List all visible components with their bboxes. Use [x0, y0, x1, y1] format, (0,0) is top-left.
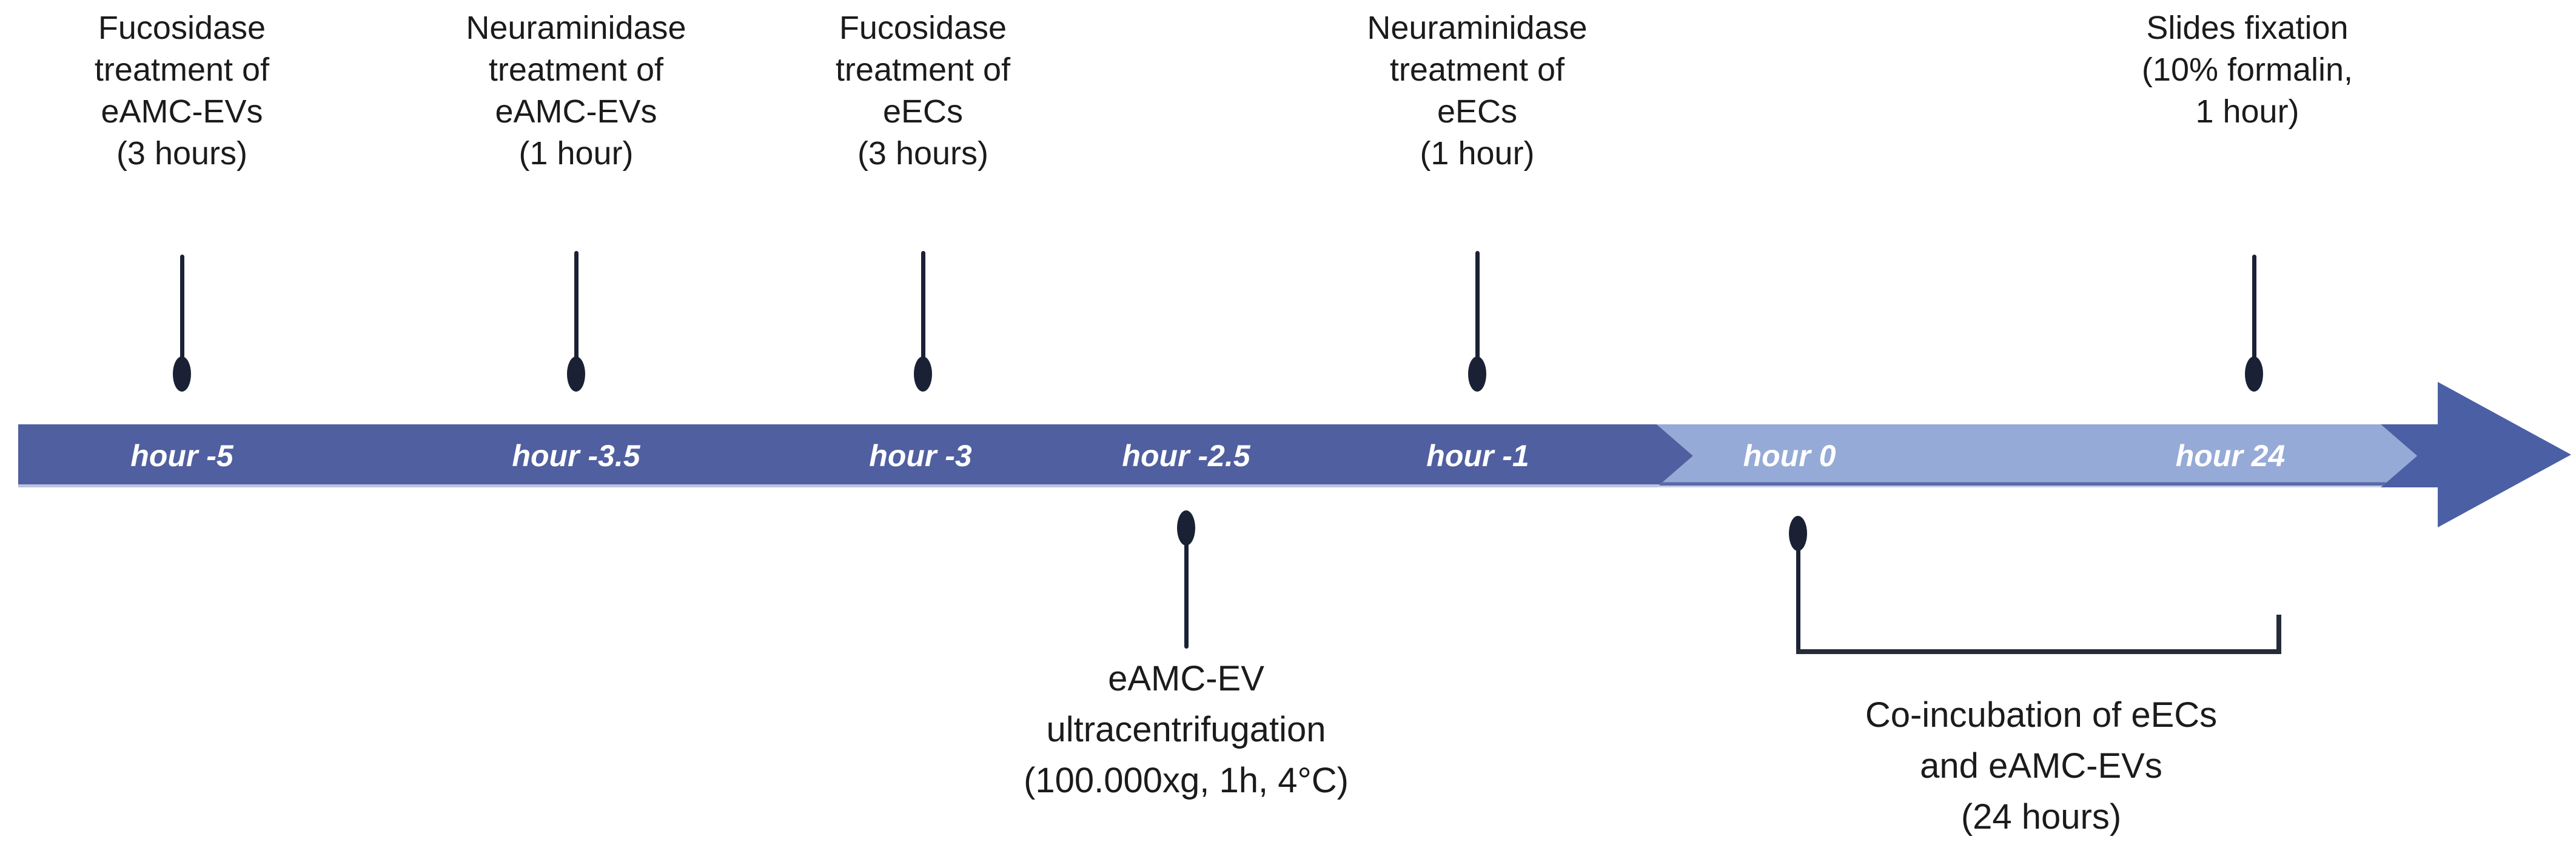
event-label-ultracentrifugation: eAMC-EV ultracentrifugation (100.000xg, … [1024, 653, 1349, 806]
event-label-line: (10% formalin, [2141, 52, 2353, 88]
event-label-line: (1 hour) [1420, 135, 1535, 172]
event-label-line: 1 hour) [2195, 93, 2299, 130]
event-label-line: Neuraminidase [466, 10, 686, 46]
event-label-neuraminidase-eecs: Neuraminidase treatment of eECs (1 hour) [1367, 7, 1587, 175]
event-label-line: eAMC-EVs [495, 93, 657, 130]
tick-hour-minus3: hour -3 [869, 439, 972, 473]
event-label-co-incubation: Co-incubation of eECs and eAMC-EVs (24 h… [1865, 690, 2217, 843]
event-label-line: treatment of [488, 52, 664, 88]
event-label-line: treatment of [1389, 52, 1565, 88]
event-label-neuraminidase-eamc-evs: Neuraminidase treatment of eAMC-EVs (1 h… [466, 7, 686, 175]
event-label-line: Co-incubation of eECs [1865, 695, 2218, 735]
event-label-line: (24 hours) [1961, 797, 2122, 837]
event-label-fucosidase-eamc-evs: Fucosidase treatment of eAMC-EVs (3 hour… [95, 7, 269, 175]
event-label-line: treatment of [835, 52, 1011, 88]
event-label-line: ultracentrifugation [1046, 710, 1326, 749]
event-label-line: eAMC-EV [1108, 659, 1264, 698]
event-label-line: treatment of [94, 52, 270, 88]
tick-hour-minus5: hour -5 [130, 439, 233, 473]
event-label-line: and eAMC-EVs [1920, 746, 2162, 786]
tick-hour-minus3-5: hour -3.5 [512, 439, 640, 473]
event-label-line: (1 hour) [518, 135, 634, 172]
tick-hour-0: hour 0 [1743, 439, 1836, 473]
event-label-line: eECs [1437, 93, 1518, 130]
event-label-slides-fixation: Slides fixation (10% formalin, 1 hour) [2142, 7, 2353, 133]
event-label-line: Fucosidase [98, 10, 266, 46]
event-label-line: (3 hours) [857, 135, 989, 172]
event-label-line: Fucosidase [839, 10, 1007, 46]
timeline-bar-light-segment [1657, 424, 2417, 487]
event-label-line: Neuraminidase [1367, 10, 1588, 46]
tick-hour-24: hour 24 [2175, 439, 2286, 473]
timeline-bar-dark-segment [18, 424, 1693, 487]
event-label-line: (100.000xg, 1h, 4°C) [1024, 761, 1349, 800]
event-label-line: eAMC-EVs [101, 93, 263, 130]
tick-hour-minus1: hour -1 [1426, 439, 1529, 473]
tick-hour-minus2-5: hour -2.5 [1122, 439, 1250, 473]
event-label-line: eECs [882, 93, 964, 130]
event-label-line: (3 hours) [116, 135, 248, 172]
event-label-fucosidase-eecs: Fucosidase treatment of eECs (3 hours) [836, 7, 1010, 175]
event-label-line: Slides fixation [2146, 10, 2349, 46]
